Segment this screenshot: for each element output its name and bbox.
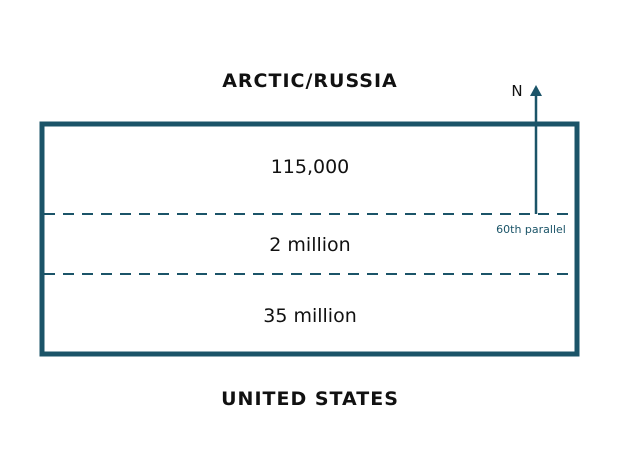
compass-n-label: N	[511, 82, 522, 100]
band-north-value: 115,000	[271, 156, 350, 178]
north-arrow-icon	[530, 85, 542, 96]
north-region-label: ARCTIC/RUSSIA	[222, 70, 398, 92]
band-south-value: 35 million	[263, 305, 357, 327]
parallel-60-label: 60th parallel	[496, 223, 566, 236]
band-middle-value: 2 million	[269, 234, 350, 256]
south-region-label: UNITED STATES	[221, 388, 399, 410]
country-frame	[39, 121, 580, 357]
